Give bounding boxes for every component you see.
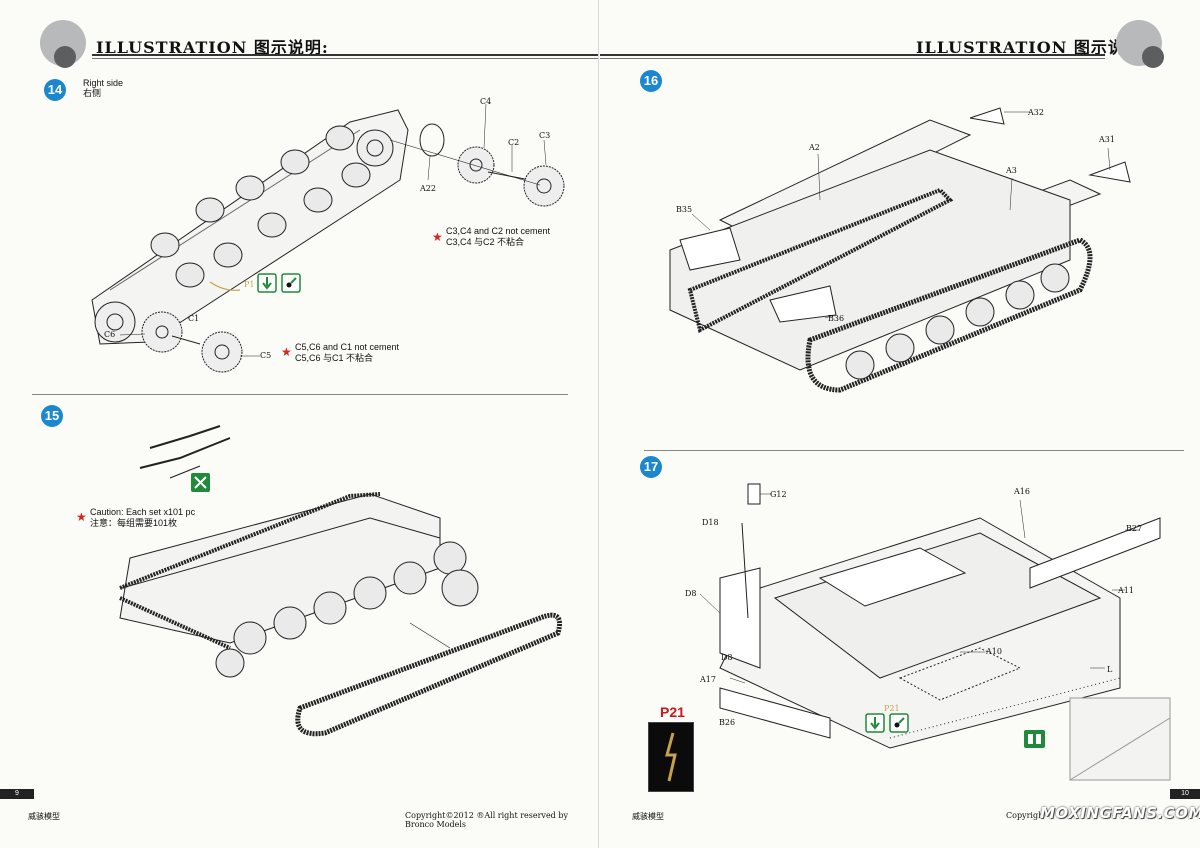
part-label: D8: [721, 653, 733, 662]
star-icon: ★: [76, 510, 87, 524]
part-label: P21: [884, 704, 900, 713]
part-label: A32: [1028, 108, 1044, 117]
part-label: C6: [104, 330, 116, 339]
step-badge: 15: [41, 405, 63, 427]
part-label: C5: [260, 351, 272, 360]
page-title: ILLUSTRATION 图示说明:: [96, 38, 329, 57]
step15-drawing: [119, 425, 562, 737]
header-disc-small: [54, 46, 76, 68]
header-rule: [92, 54, 598, 56]
right-page: ILLUSTRATION 图示说明: 16: [600, 0, 1200, 848]
part-label: G12: [770, 490, 787, 499]
watermark: MOXINGFANS.COM: [1040, 804, 1200, 822]
part-label: A22: [420, 184, 436, 193]
header-disc-small: [1142, 46, 1164, 68]
left-page: ILLUSTRATION 图示说明: 14 Right side 右侧: [0, 0, 599, 848]
instruction-icons: [865, 713, 909, 733]
part-label: A11: [1118, 586, 1134, 595]
side-label: Right side: [83, 78, 124, 88]
part-label: A16: [1014, 487, 1030, 496]
header-rule-thin: [92, 58, 598, 59]
copyright: Copyrigh: [1006, 811, 1044, 820]
star-icon: ★: [281, 345, 292, 359]
part-label: A3: [1006, 166, 1017, 175]
pe-part-image: [648, 722, 694, 792]
instruction-icons: [257, 273, 301, 293]
step-badge: 17: [640, 456, 662, 478]
page-title: ILLUSTRATION 图示说明:: [916, 38, 1149, 57]
cut-icon: [191, 473, 210, 492]
note-text: Caution: Each set x101 pc: [90, 507, 196, 517]
note-text: C3,C4 and C2 not cement: [446, 226, 551, 236]
note-text: C5,C6 and C1 not cement: [295, 342, 400, 352]
pe-part-title: P21: [660, 704, 685, 720]
step14-drawing: [91, 103, 565, 373]
note-text-cn: C5,C6 与C1 不粘合: [295, 353, 374, 363]
part-label: L: [1107, 665, 1113, 674]
page-number: 10: [1170, 789, 1200, 799]
part-label: A10: [986, 647, 1002, 656]
part-label: P1: [244, 280, 255, 289]
part-label: B26: [719, 718, 736, 727]
star-icon: ★: [432, 230, 443, 244]
part-label: D18: [702, 518, 719, 527]
brand-name: 威骇模型: [28, 812, 60, 821]
step-divider: [644, 450, 1184, 451]
part-label: B36: [828, 314, 845, 323]
note-text-cn: C3,C4 与C2 不粘合: [446, 237, 525, 247]
part-label: C4: [480, 97, 492, 106]
side-label-cn: 右侧: [83, 88, 102, 98]
part-label: C1: [188, 314, 200, 323]
header-rule-thin: [600, 58, 1105, 59]
do-not-cement-icon: [1024, 730, 1045, 748]
part-label: A17: [700, 675, 716, 684]
part-label: A31: [1099, 135, 1115, 144]
step-badge: 16: [640, 70, 662, 92]
header-rule: [600, 54, 1105, 56]
page-number: 9: [0, 789, 34, 799]
step17-drawing: [699, 483, 1171, 781]
part-label: B35: [676, 205, 693, 214]
note-text-cn: 注意：每组需要101枚: [90, 518, 178, 528]
step16-drawing: [669, 107, 1131, 393]
part-label: C3: [539, 131, 551, 140]
part-label: D8: [685, 589, 697, 598]
part-label: B27: [1126, 524, 1143, 533]
part-label: C2: [508, 138, 520, 147]
copyright: Copyright©2012 ®All right reserved by Br…: [405, 811, 568, 829]
part-label: A2: [809, 143, 820, 152]
step-divider: [32, 394, 568, 395]
step-badge: 14: [44, 79, 66, 101]
brand-name: 威骇模型: [632, 812, 664, 821]
